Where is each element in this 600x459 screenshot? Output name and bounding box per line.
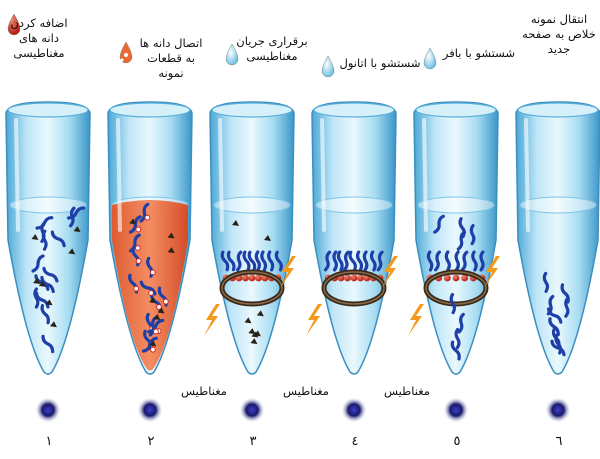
bound-bead xyxy=(154,329,159,334)
step-5-number: ٥ xyxy=(442,434,472,449)
magnet-label-1: مغناطیس xyxy=(181,384,227,398)
step-1-number: ١ xyxy=(34,434,64,449)
magnetic-bead xyxy=(351,275,358,282)
step-3-label-line: برقراری جریان xyxy=(228,34,316,49)
tube-rim xyxy=(416,103,496,117)
magnetic-bead xyxy=(255,275,262,282)
magnetic-bead xyxy=(453,275,460,282)
step-2-number: ٢ xyxy=(136,434,166,449)
magnet-label-2: مغناطیس xyxy=(283,384,329,398)
liquid-surface xyxy=(214,197,290,213)
tube-highlight xyxy=(16,120,18,230)
tube-highlight xyxy=(526,120,528,230)
step-4-label: شستشو با اتانول xyxy=(338,56,422,71)
tube-step-6 xyxy=(516,102,600,422)
tube xyxy=(312,102,396,374)
step-3-label: برقراری جریان مغناطیسی xyxy=(228,34,316,64)
step-1-label-line: دانه های xyxy=(8,31,70,46)
magnet-dot xyxy=(240,398,264,422)
tube-step-2 xyxy=(108,102,192,422)
tube-rim xyxy=(518,103,598,117)
magnet-dot xyxy=(546,398,570,422)
tube-step-5 xyxy=(408,102,500,422)
bound-bead xyxy=(150,270,155,275)
step-6-label-line: خلاص به صفحه xyxy=(520,27,598,42)
liquid-surface xyxy=(316,197,392,213)
step-5-label-line: شستشو با بافر xyxy=(440,46,518,61)
magnetic-bead xyxy=(344,275,351,282)
magnetic-bead xyxy=(242,275,249,282)
water-drop-icon xyxy=(322,56,334,77)
bound-bead xyxy=(151,347,156,352)
tube-rim xyxy=(212,103,292,117)
water-drop-icon xyxy=(424,48,436,69)
step-3-number: ٣ xyxy=(238,434,268,449)
lightning-icon xyxy=(306,304,322,336)
bound-bead xyxy=(136,227,141,232)
magnet-dot xyxy=(36,398,60,422)
step-2-label: اتصال دانه ها به قطعات نمونه xyxy=(132,36,210,81)
tube-highlight xyxy=(220,120,222,230)
tube-step-3 xyxy=(204,102,296,422)
magnetic-bead xyxy=(357,275,364,282)
step-6-label-line: انتقال نمونه xyxy=(520,12,598,27)
magnetic-bead xyxy=(249,275,256,282)
bound-bead xyxy=(134,286,139,291)
tube-highlight xyxy=(424,120,426,230)
liquid-surface xyxy=(418,197,494,213)
tube-rim xyxy=(110,103,190,117)
liquid-surface xyxy=(520,197,596,213)
step-2-label-line: نمونه xyxy=(132,66,210,81)
tube-highlight xyxy=(322,120,324,230)
magnet-dot xyxy=(138,398,162,422)
tube-highlight xyxy=(118,120,120,230)
step-1-label-line: اضافه کردن xyxy=(8,16,70,31)
tube-step-4 xyxy=(306,102,398,422)
step-4-number: ٤ xyxy=(340,434,370,449)
tube-step-1 xyxy=(6,102,90,422)
tube-rim xyxy=(8,103,88,117)
step-2-label-line: اتصال دانه ها xyxy=(132,36,210,51)
liquid-surface xyxy=(10,197,86,213)
step-6-number: ٦ xyxy=(544,434,574,449)
step-6-label: انتقال نمونه خلاص به صفحه جدید xyxy=(520,12,598,57)
bound-bead xyxy=(136,259,141,264)
step-4-label-line: شستشو با اتانول xyxy=(338,56,422,71)
step-1-label-line: مغناطیسی xyxy=(8,46,70,61)
drop-bead-dot xyxy=(124,53,128,57)
step-1-label: اضافه کردن دانه های مغناطیسی xyxy=(8,16,70,61)
magnet-dot xyxy=(342,398,366,422)
step-6-label-line: جدید xyxy=(520,42,598,57)
bound-bead xyxy=(135,246,140,251)
lightning-icon xyxy=(204,304,220,336)
step-5-label: شستشو با بافر xyxy=(440,46,518,61)
bound-bead xyxy=(145,215,150,220)
magnet-label-3: مغناطیس xyxy=(384,384,430,398)
tube-rim xyxy=(314,103,394,117)
bound-bead xyxy=(149,291,154,296)
magnet-dot xyxy=(444,398,468,422)
bound-bead xyxy=(163,299,168,304)
step-2-label-line: به قطعات xyxy=(132,51,210,66)
tube xyxy=(6,102,90,374)
lightning-icon xyxy=(408,304,424,336)
step-3-label-line: مغناطیسی xyxy=(228,49,316,64)
drop-bead-dot xyxy=(121,59,124,62)
